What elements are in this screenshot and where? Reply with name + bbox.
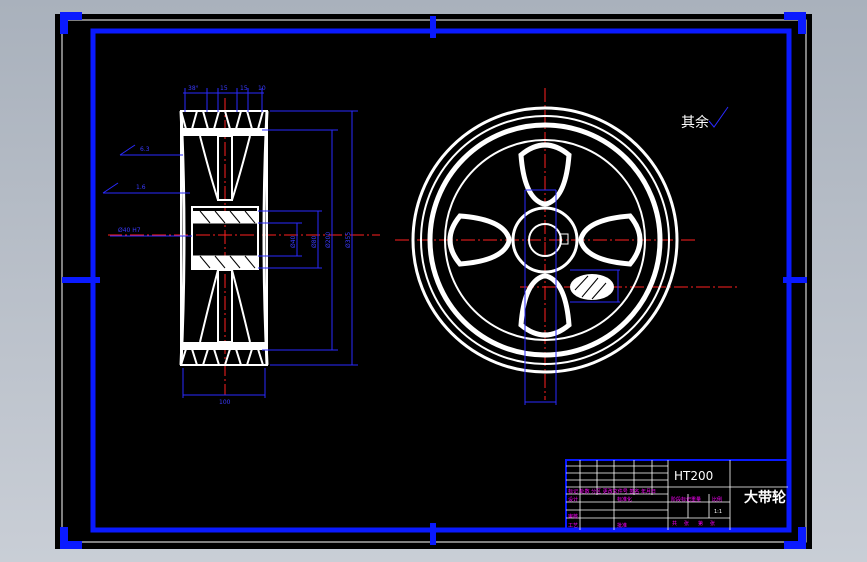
hub-outline <box>191 206 259 270</box>
fit-label: Ø40 H7 <box>118 227 141 234</box>
groove-profile-top <box>180 110 264 130</box>
left-dimension-lines <box>102 88 358 398</box>
bore-dim-2: Ø80 <box>311 235 318 248</box>
bore-circle <box>528 223 562 257</box>
corner-markers <box>60 12 806 549</box>
bore-dim-4: Ø355 <box>345 232 352 248</box>
right-dimension-lines <box>524 189 620 405</box>
spoke-section <box>570 274 614 300</box>
keyway <box>559 233 569 245</box>
spoke-openings <box>447 142 643 338</box>
bore-dim-1: Ø40 <box>290 235 297 248</box>
bore-dim-3: Ø200 <box>325 232 332 248</box>
pulley-section-view <box>108 98 380 395</box>
page-total-prefix: 共 <box>672 520 677 527</box>
rim-bottom-section <box>182 342 266 350</box>
stage-label: 阶段标记 <box>671 496 691 503</box>
hub-outer-circle <box>511 206 579 274</box>
title-block: HT200 大带轮 标记 处数 分区 更改文件号 签名 年月日 设计 审核 工艺… <box>565 459 789 531</box>
designer-label: 设计 <box>568 496 578 503</box>
reviewer-label: 审核 <box>568 513 578 520</box>
surface-note-text: 其余 <box>681 114 709 131</box>
weight-label: 重量 <box>691 496 701 503</box>
rim-outer-circle <box>411 106 679 374</box>
scale-header: 比例 <box>712 496 722 503</box>
material-label: HT200 <box>674 469 713 483</box>
roughness-symbol <box>708 106 729 128</box>
width-label: 100 <box>219 399 231 406</box>
page-current-prefix: 第 <box>698 520 703 527</box>
pulley-front-view <box>395 88 740 400</box>
page-current-suffix: 张 <box>710 520 715 527</box>
roughness-label-1: 6.3 <box>140 146 150 153</box>
pitch-label-1: 15 <box>220 85 228 92</box>
pitch-label-2: 15 <box>240 85 248 92</box>
groove-angle-label: 38° <box>188 85 199 92</box>
rim-top-section <box>182 128 266 136</box>
part-name-label: 大带轮 <box>744 489 786 506</box>
pitch-label-3: 10 <box>258 85 266 92</box>
approve-label: 批准 <box>617 522 627 529</box>
standard-label: 标准化 <box>617 496 632 503</box>
revision-header: 标记 处数 分区 更改文件号 签名 年月日 <box>568 488 656 495</box>
hub-section-top <box>192 211 258 223</box>
page-total-suffix: 张 <box>684 520 689 527</box>
groove-profile-bottom <box>180 348 264 366</box>
roughness-label-2: 1.6 <box>136 184 146 191</box>
scale-value: 1:1 <box>714 509 722 515</box>
surface-note: 其余 <box>681 106 729 131</box>
hub-section-bottom <box>192 256 258 268</box>
process-label: 工艺 <box>568 523 578 529</box>
centering-marks <box>62 16 807 545</box>
